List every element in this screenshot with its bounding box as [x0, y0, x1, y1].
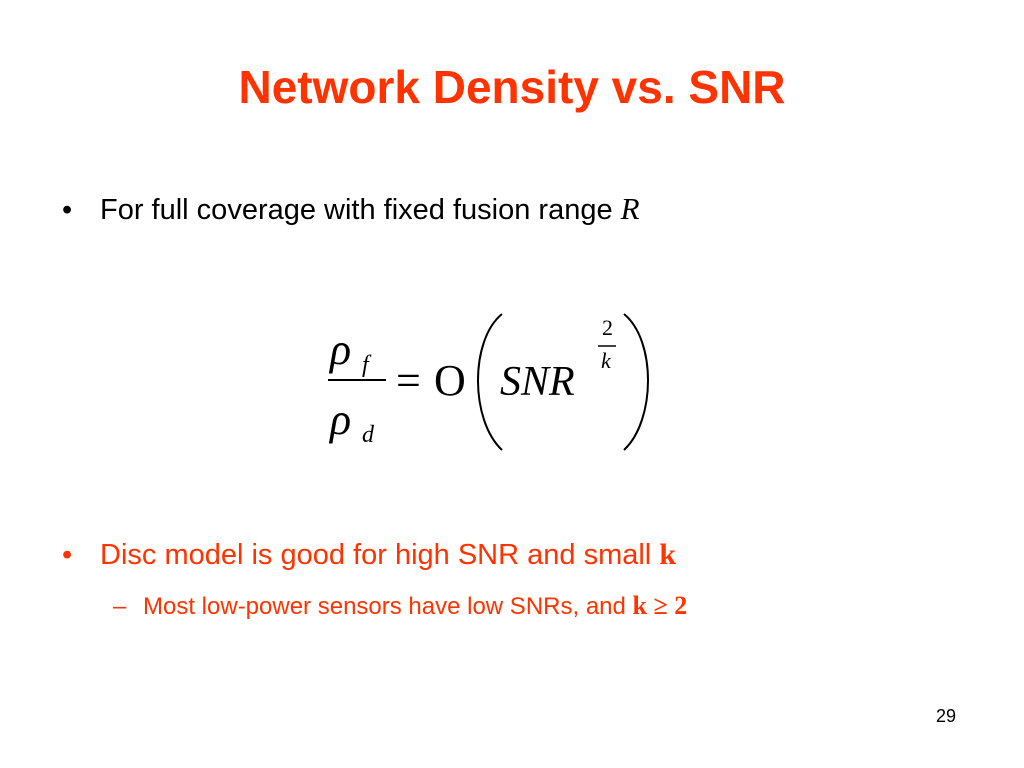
slide-title: Network Density vs. SNR	[238, 61, 786, 113]
bullet-marker: •	[62, 194, 73, 226]
sub-bullet-text: Most low-power sensors have low SNRs, an…	[143, 593, 633, 620]
sub-bullet-math: k ≥ 2	[632, 591, 688, 620]
bullet-text: Disc model is good for high SNR and smal…	[100, 539, 660, 571]
bullet-math: k	[659, 538, 676, 571]
formula-svg: ρ f ρ d = O SNR 2 k	[328, 313, 649, 451]
right-paren	[623, 313, 649, 451]
sub-bullet-item: –Most low-power sensors have low SNRs, a…	[113, 591, 688, 621]
bullet-math: R	[620, 191, 640, 226]
formula-numerator-sub: f	[362, 352, 372, 378]
formula-denominator: ρ	[328, 395, 351, 444]
bullet-marker: •	[62, 539, 73, 571]
formula-equals: =	[396, 356, 421, 405]
formula-snr: SNR	[500, 359, 575, 405]
formula-big-o: O	[434, 356, 466, 405]
bullet-text: For full coverage with fixed fusion rang…	[100, 194, 621, 226]
left-paren	[477, 313, 503, 451]
sub-bullet-marker: –	[113, 593, 127, 620]
bullet-item-disc-model: • Disc model is good for high SNR and sma…	[62, 538, 676, 572]
formula-exp-den: k	[601, 348, 612, 373]
formula-numerator: ρ	[328, 325, 351, 374]
bullet-item-coverage: • For full coverage with fixed fusion ran…	[62, 191, 640, 227]
density-formula: ρ f ρ d = O SNR 2 k	[320, 300, 660, 460]
formula-exp-num: 2	[602, 315, 613, 340]
formula-denominator-sub: d	[362, 422, 375, 448]
page-number: 29	[936, 706, 957, 726]
